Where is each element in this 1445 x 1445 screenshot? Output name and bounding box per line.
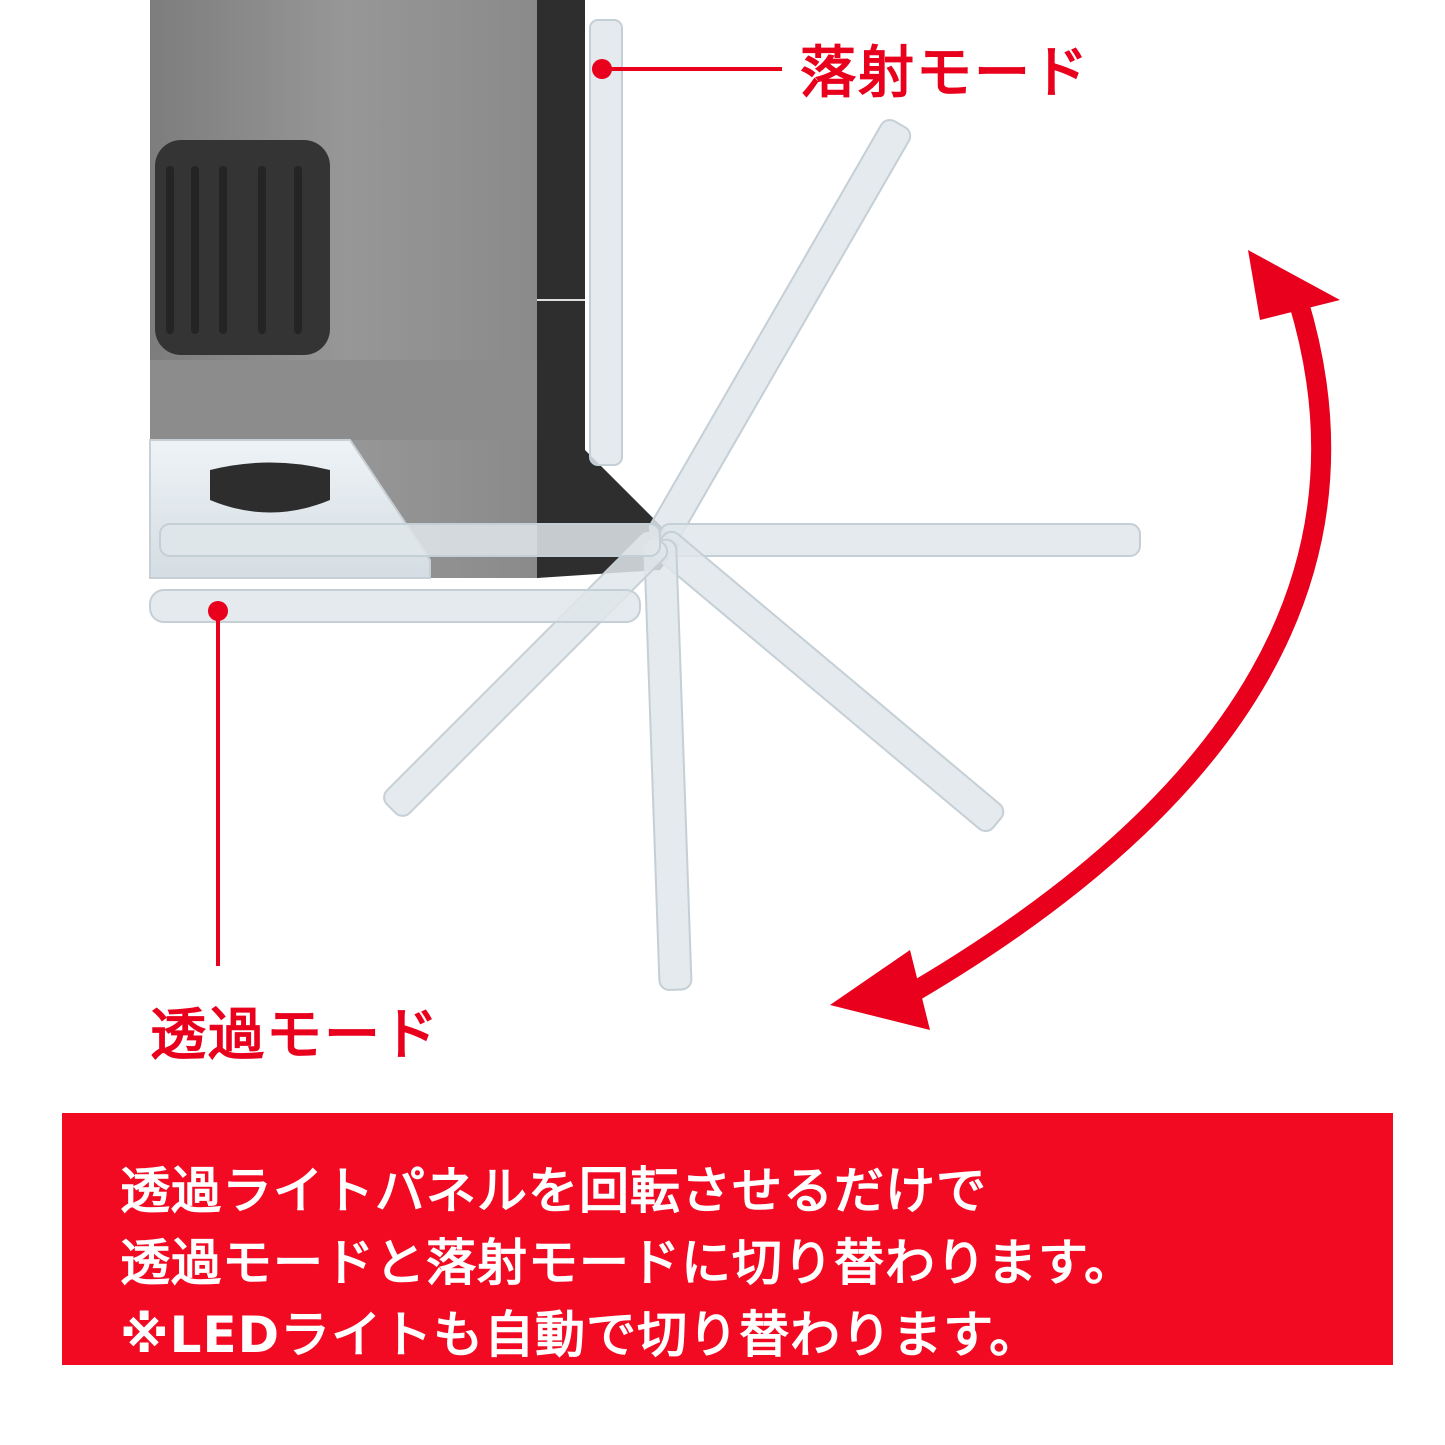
- banner-line-3: ※LEDライトも自動で切り替わります。: [120, 1306, 1041, 1364]
- banner-line-1: 透過ライトパネルを回転させるだけで: [120, 1162, 987, 1220]
- transmitted-mode-label: 透過モード: [150, 1003, 440, 1068]
- microscope-illustration: [149, 0, 1340, 1030]
- rotation-arrow: [894, 297, 1332, 1009]
- description-banner: 透過ライトパネルを回転させるだけで 透過モードと落射モードに切り替わります。 ※…: [62, 1113, 1393, 1365]
- reflected-mode-label: 落射モード: [800, 41, 1090, 106]
- arrow-head-down: [830, 950, 930, 1030]
- microscope-body: [149, 0, 680, 579]
- transmitted-mode-callout-line: [216, 611, 220, 966]
- arrow-head-up: [1248, 250, 1340, 320]
- light-panel-positions: [149, 19, 1141, 991]
- reflected-mode-callout-line: [602, 67, 782, 71]
- banner-line-2: 透過モードと落射モードに切り替わります。: [120, 1234, 1135, 1292]
